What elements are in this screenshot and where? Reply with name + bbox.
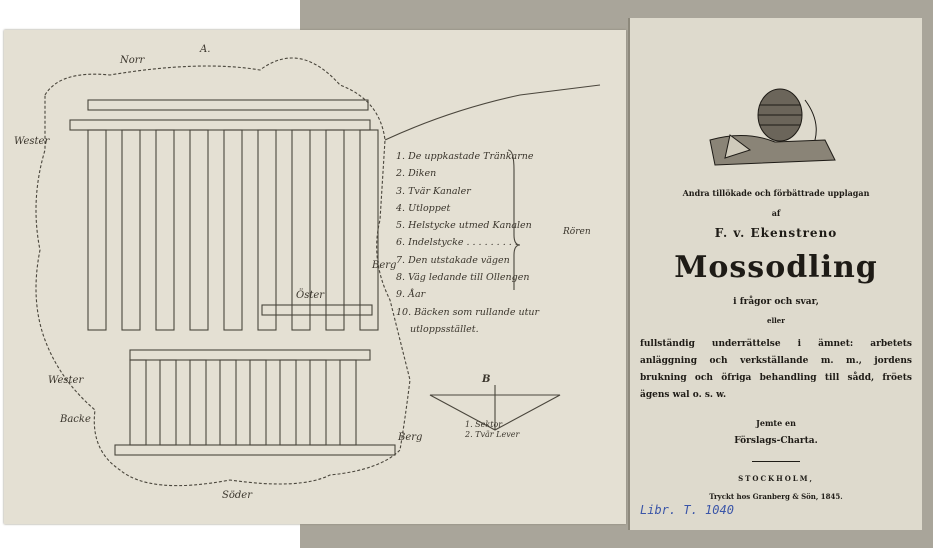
top-canal bbox=[87, 99, 369, 111]
map-label-west: Wester bbox=[48, 375, 84, 386]
east-canal bbox=[261, 304, 373, 316]
ditch-strip bbox=[257, 129, 277, 331]
section-legend-item: 2. Tvär Lever bbox=[465, 430, 520, 439]
legend-item: 4. Utloppet bbox=[396, 202, 451, 214]
lower-ditch-strip bbox=[249, 359, 267, 446]
section-legend-item: 1. Sektor bbox=[465, 420, 503, 429]
drainage-map bbox=[35, 57, 601, 487]
bracket-label: Rören bbox=[563, 227, 591, 237]
lower-ditch-strip bbox=[279, 359, 297, 446]
legend-item: utloppsstället. bbox=[410, 323, 479, 335]
map-label-north: Norr bbox=[120, 55, 145, 66]
map-foldout-page bbox=[4, 30, 626, 524]
map-label-berg-bottom: Berg bbox=[398, 432, 423, 443]
printer: Tryckt hos Granberg & Sön, 1845. bbox=[709, 492, 843, 501]
map-label-backe: Backe bbox=[60, 414, 91, 425]
or-line: eller bbox=[767, 316, 785, 325]
lower-ditch-strip bbox=[309, 359, 327, 446]
subtitle: i frågor och svar, bbox=[733, 297, 819, 307]
lower-cross-canal bbox=[129, 349, 371, 361]
with-line: Jemte en bbox=[756, 418, 796, 428]
description: fullständig underrättelse i ämnet: arbet… bbox=[640, 339, 912, 400]
chart-line: Förslags-Charta. bbox=[734, 436, 818, 446]
map-label-east: Öster bbox=[296, 290, 325, 301]
legend-item: 2. Diken bbox=[396, 168, 437, 180]
map-label-west-top: Wester bbox=[14, 136, 50, 147]
ditch-strip bbox=[359, 129, 379, 331]
divider bbox=[752, 461, 800, 462]
author-name: F. v. Ekenstreno bbox=[714, 226, 838, 240]
map-label-berg-top: Berg bbox=[372, 260, 397, 271]
legend-item: 9. Åar bbox=[396, 289, 426, 301]
section-legend: 1. Sektor 2. Tvär Lever bbox=[465, 420, 519, 440]
ditch-strip bbox=[291, 129, 311, 331]
map-label-south: Söder bbox=[222, 490, 252, 501]
cross-canal bbox=[69, 119, 371, 131]
handwritten-shelfmark: Libr. T. 1040 bbox=[640, 503, 734, 517]
by-line: af bbox=[771, 208, 781, 218]
book-title: Mossodling bbox=[674, 250, 878, 285]
edition-line: Andra tillökade och förbättrade upplagan bbox=[682, 188, 870, 198]
legend-item: 7. Den utstakade vägen bbox=[396, 254, 510, 266]
map-legend: 1. De uppkastade Tränkarne 2. Diken 3. T… bbox=[396, 148, 539, 338]
ditch-strip bbox=[155, 129, 175, 331]
ditch-strip bbox=[121, 129, 141, 331]
lower-ditch-strip bbox=[189, 359, 207, 446]
legend-item: 5. Helstycke utmed Kanalen bbox=[396, 220, 532, 232]
beehive-vignette-illustration bbox=[709, 88, 836, 166]
map-label-point-a: A. bbox=[200, 44, 211, 55]
stream bbox=[384, 84, 601, 141]
lower-ditch-strip bbox=[339, 359, 357, 446]
legend-item: 6. Indelstycke . . . . . . . . . bbox=[396, 237, 518, 249]
legend-item: 1. De uppkastade Tränkarne bbox=[396, 151, 534, 162]
legend-item: 10. Bäcken som rullande utur bbox=[396, 306, 540, 318]
map-label-point-b: B bbox=[482, 374, 491, 385]
legend-item: 8. Väg ledande till Ollengen bbox=[396, 272, 530, 284]
ditch-strip bbox=[87, 129, 107, 331]
city: STOCKHOLM, bbox=[738, 474, 814, 483]
bottom-canal bbox=[114, 444, 396, 456]
lower-ditch-strip bbox=[159, 359, 177, 446]
ditch-strip bbox=[189, 129, 209, 331]
ditch-strip bbox=[223, 129, 243, 331]
title-page: Andra tillökade och förbättrade upplagan… bbox=[628, 18, 922, 530]
ditch-strip bbox=[325, 129, 345, 331]
lower-ditch-strip bbox=[219, 359, 237, 446]
lower-ditch-strip bbox=[129, 359, 147, 446]
legend-bracket bbox=[507, 149, 521, 290]
property-boundary bbox=[35, 57, 411, 487]
legend-item: 3. Tvär Kanaler bbox=[396, 185, 471, 197]
